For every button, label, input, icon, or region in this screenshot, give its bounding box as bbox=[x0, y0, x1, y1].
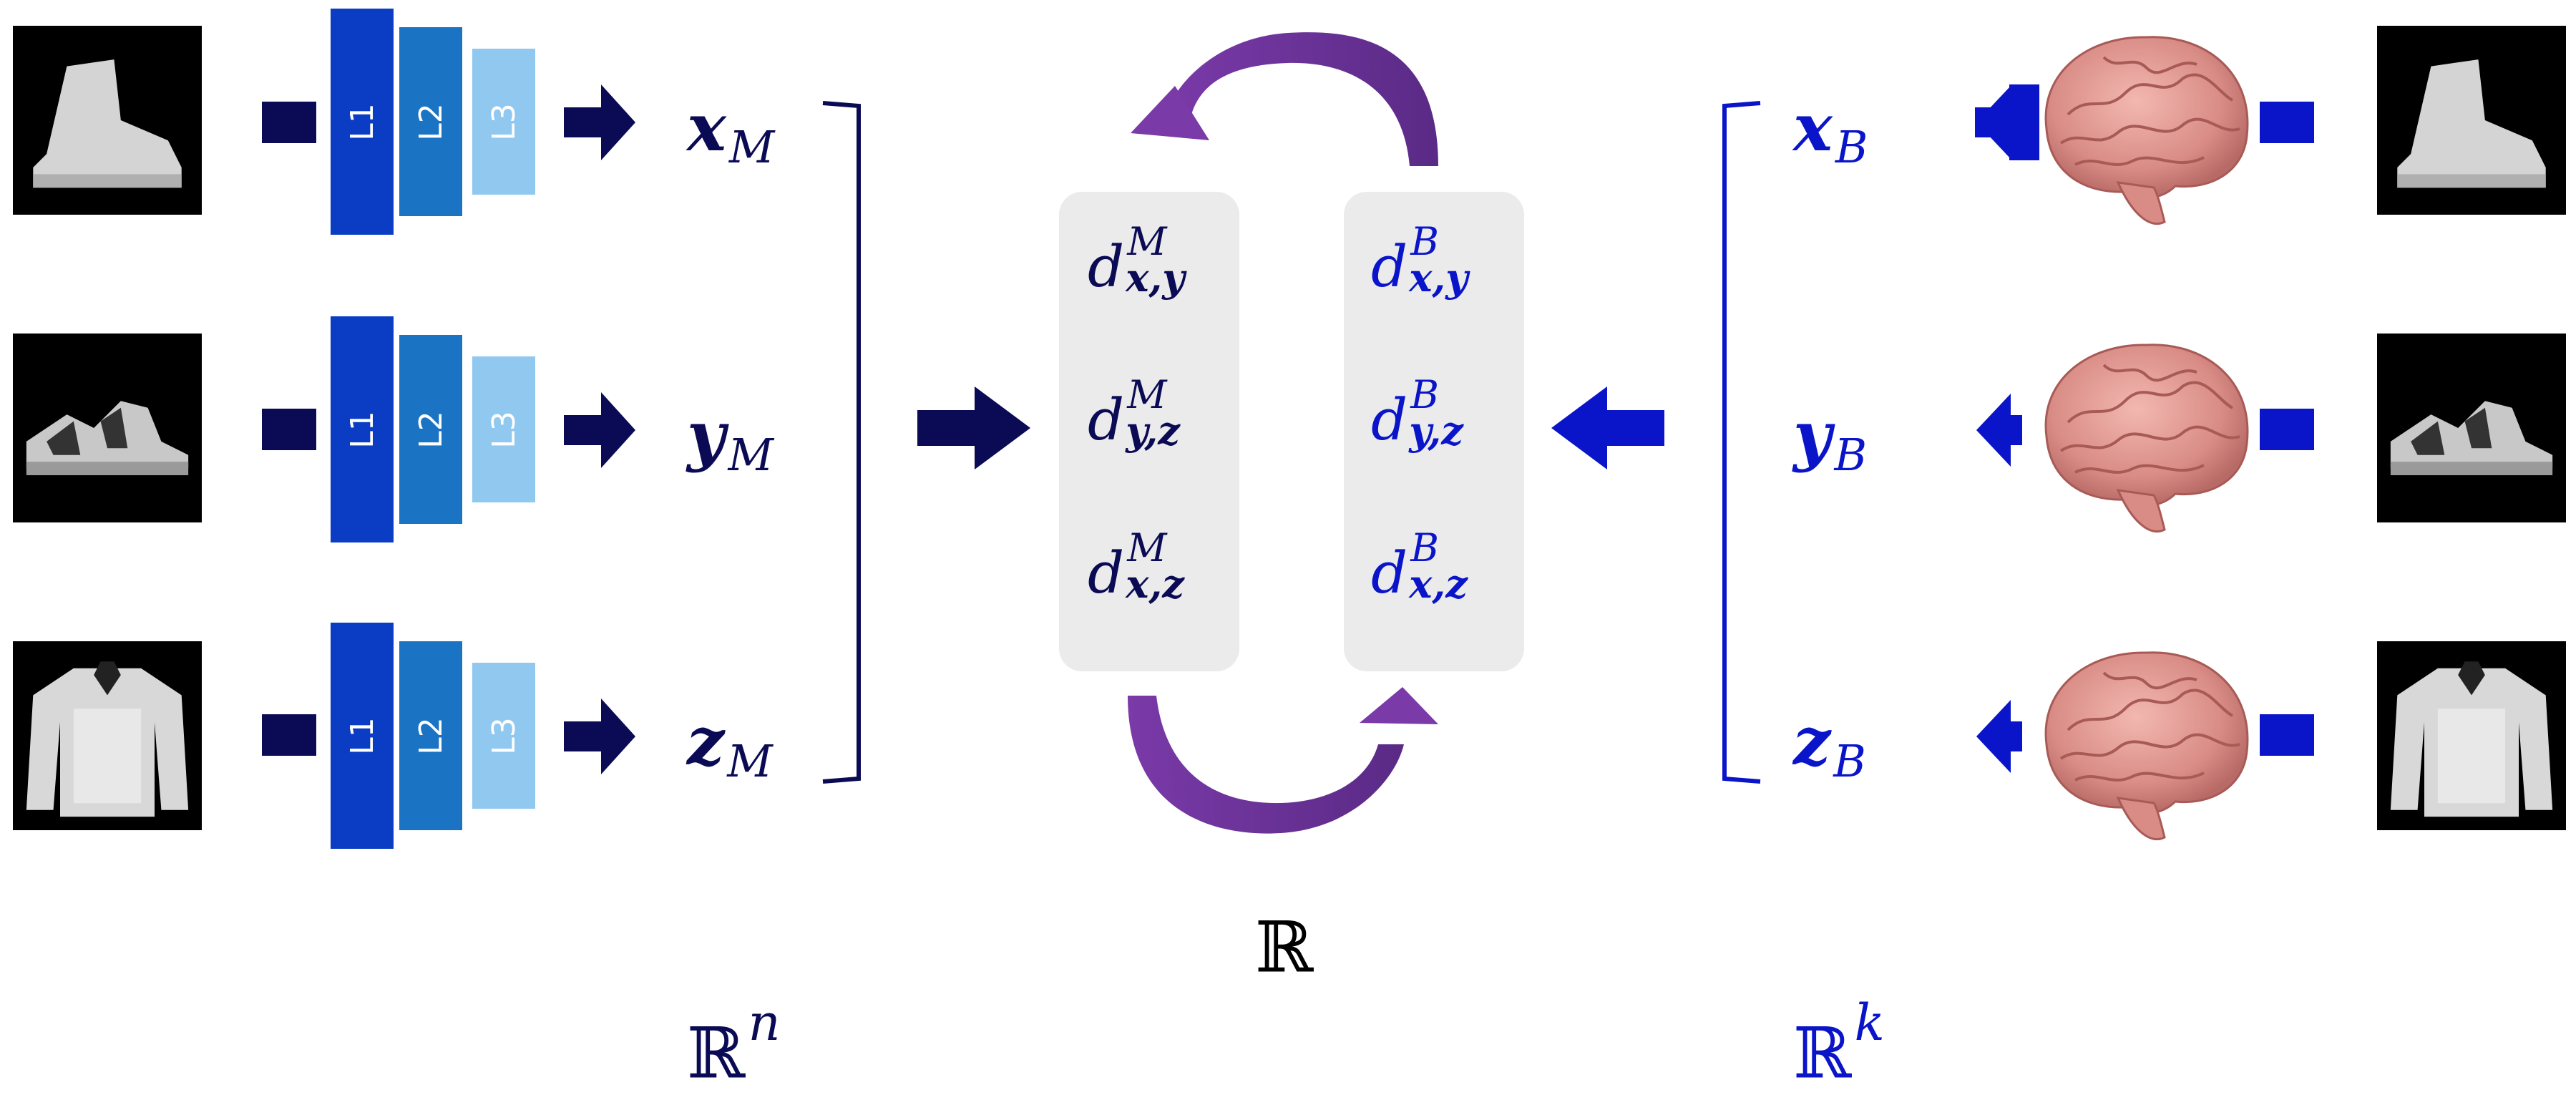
distance-superscript: M bbox=[1127, 372, 1167, 417]
layer-1-row-x: L1 bbox=[331, 9, 394, 235]
input-marker-y-model bbox=[262, 409, 316, 450]
sandal-image-right bbox=[2377, 334, 2566, 522]
rep-symbol: x bbox=[1793, 89, 1833, 166]
distance-superscript: B bbox=[1410, 219, 1439, 264]
space-exponent: k bbox=[1854, 993, 1885, 1052]
layer-2-row-y: L2 bbox=[399, 335, 462, 524]
model-rep-z: zM bbox=[687, 709, 773, 784]
cycle-arrow-icon bbox=[1131, 32, 1438, 166]
rep-subscript: B bbox=[1833, 735, 1866, 788]
layer-1-row-z: L1 bbox=[331, 623, 394, 849]
brain-bracket bbox=[1722, 101, 1761, 784]
brain-icon bbox=[2044, 343, 2249, 533]
layer-2-row-x: L2 bbox=[399, 27, 462, 216]
distance-symbol: d bbox=[1371, 386, 1408, 453]
brain-rep-z: zB bbox=[1793, 709, 1866, 784]
distance-subscript: y,z bbox=[1409, 408, 1463, 454]
model-rep-y: yM bbox=[687, 402, 774, 477]
input-marker-x-model bbox=[262, 102, 316, 143]
distance-symbol: d bbox=[1371, 540, 1408, 606]
sandal-image-left bbox=[13, 334, 202, 522]
arrow-left-icon bbox=[1976, 86, 2022, 159]
layer-label: L3 bbox=[485, 410, 522, 449]
input-marker-x-brain bbox=[2260, 102, 2314, 143]
model-rep-x: xM bbox=[687, 94, 774, 170]
rep-symbol: y bbox=[687, 396, 726, 474]
model-space-label: ℝn bbox=[687, 993, 781, 1095]
rep-symbol: z bbox=[687, 703, 725, 780]
layer-label: L3 bbox=[485, 716, 522, 755]
layer-3-row-x: L3 bbox=[472, 49, 535, 195]
shirt-image-left bbox=[13, 641, 202, 830]
input-marker-y-brain bbox=[2260, 409, 2314, 450]
space-exponent: n bbox=[748, 993, 781, 1052]
rep-subscript: M bbox=[728, 429, 774, 482]
layer-3-row-z: L3 bbox=[472, 663, 535, 809]
distance-superscript: B bbox=[1410, 525, 1439, 570]
layer-label: L2 bbox=[412, 410, 449, 449]
rep-subscript: M bbox=[727, 735, 773, 788]
input-marker-z-model bbox=[262, 714, 316, 756]
layer-3-row-y: L3 bbox=[472, 356, 535, 502]
layer-label: L3 bbox=[485, 102, 522, 141]
model-rdm-panel bbox=[1059, 192, 1239, 671]
rep-symbol: x bbox=[687, 89, 726, 166]
distance-space-label: ℝ bbox=[1255, 887, 1316, 989]
rep-subscript: B bbox=[1835, 121, 1868, 174]
layer-label: L2 bbox=[412, 716, 449, 755]
brain-icon bbox=[2044, 651, 2249, 841]
distance-symbol: d bbox=[1088, 386, 1125, 453]
distance-symbol: d bbox=[1088, 233, 1125, 300]
space-set: ℝ bbox=[1793, 1013, 1852, 1095]
layer-2-row-z: L2 bbox=[399, 641, 462, 830]
arrow-left-icon bbox=[1976, 700, 2022, 773]
arrow-left-icon bbox=[1551, 386, 1664, 469]
distance-subscript: x,z bbox=[1409, 561, 1468, 607]
arrow-right-icon bbox=[564, 84, 635, 160]
layer-label: L1 bbox=[343, 716, 381, 755]
layer-label: L1 bbox=[343, 102, 381, 141]
distance-subscript: x,z bbox=[1126, 561, 1184, 607]
layer-1-row-y: L1 bbox=[331, 316, 394, 542]
arrow-right-icon bbox=[564, 699, 635, 774]
rep-subscript: M bbox=[728, 121, 775, 174]
shirt-image-right bbox=[2377, 641, 2566, 830]
distance-superscript: B bbox=[1410, 372, 1439, 417]
brain-rep-x: xB bbox=[1793, 94, 1868, 170]
distance-subscript: x,y bbox=[1409, 255, 1468, 301]
brain-rep-y: yB bbox=[1793, 402, 1867, 477]
cycle-arrow-icon bbox=[1128, 687, 1438, 834]
arrow-right-icon bbox=[917, 386, 1030, 469]
distance-superscript: M bbox=[1127, 219, 1167, 264]
model-bracket bbox=[822, 101, 861, 784]
rep-symbol: y bbox=[1793, 396, 1832, 474]
arrow-right-icon bbox=[564, 392, 635, 468]
distance-subscript: x,y bbox=[1126, 255, 1185, 301]
brain-space-label: ℝk bbox=[1793, 993, 1885, 1095]
boot-image-left bbox=[13, 26, 202, 215]
distance-symbol: d bbox=[1371, 233, 1408, 300]
space-set: ℝ bbox=[687, 1013, 746, 1095]
brain-icon bbox=[2044, 35, 2249, 225]
arrow-left-icon bbox=[1975, 84, 2039, 160]
boot-image-right bbox=[2377, 26, 2566, 215]
input-marker-z-brain bbox=[2260, 714, 2314, 756]
brain-rdm-panel bbox=[1344, 192, 1524, 671]
layer-label: L1 bbox=[343, 410, 381, 449]
space-set: ℝ bbox=[1255, 907, 1314, 989]
rep-symbol: z bbox=[1793, 703, 1831, 780]
layer-label: L2 bbox=[412, 102, 449, 141]
distance-symbol: d bbox=[1088, 540, 1125, 606]
distance-superscript: M bbox=[1127, 525, 1167, 570]
arrow-left-icon bbox=[1976, 394, 2022, 467]
rep-subscript: B bbox=[1834, 429, 1868, 482]
distance-subscript: y,z bbox=[1126, 408, 1180, 454]
